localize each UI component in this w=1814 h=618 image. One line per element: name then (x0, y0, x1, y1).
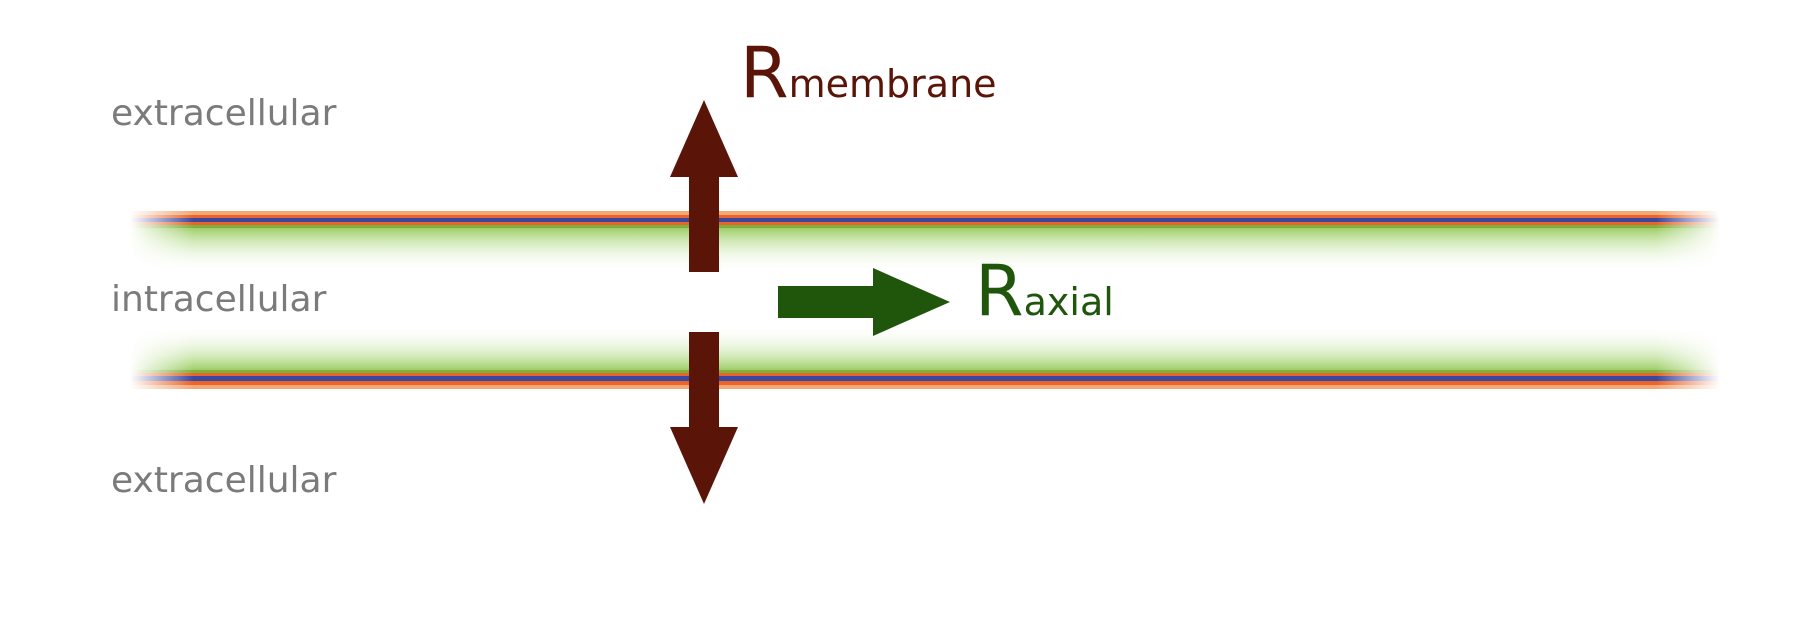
membrane-resistance-label: Rmembrane (740, 38, 997, 108)
intracellular-label: intracellular (111, 279, 327, 320)
cytoplasm-glow-bottom (130, 325, 1720, 373)
membrane-arrow-up (670, 100, 738, 272)
axial-resistance-subscript: axial (1023, 280, 1114, 324)
bottom-membrane (130, 370, 1720, 389)
extracellular-bottom-label: extracellular (111, 460, 337, 501)
membrane-resistance-symbol: R (740, 32, 789, 114)
axial-arrow-right (778, 268, 950, 336)
membrane-resistance-subscript: membrane (788, 62, 997, 106)
extracellular-top-label: extracellular (111, 93, 337, 134)
membrane-arrow-down (670, 332, 738, 504)
axial-resistance-label: Raxial (975, 256, 1114, 326)
axial-resistance-symbol: R (975, 250, 1024, 332)
cytoplasm-glow-top (130, 225, 1720, 273)
top-membrane (130, 211, 1720, 228)
axon-cable (130, 211, 1720, 389)
